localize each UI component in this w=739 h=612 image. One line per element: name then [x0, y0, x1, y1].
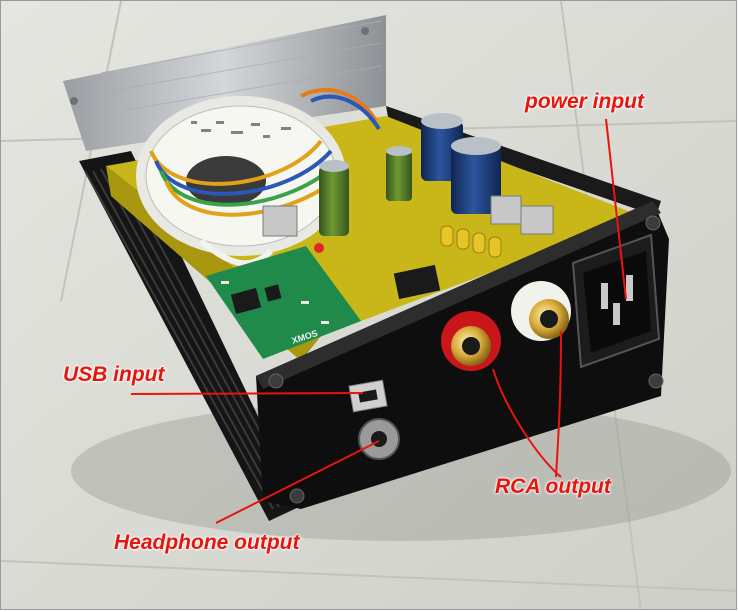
headphone-output-label: Headphone output [114, 531, 300, 554]
rear-screw [361, 27, 369, 35]
headphone-jack [358, 418, 400, 460]
callout-lines [130, 118, 627, 524]
rca-output-label: RCA output [495, 475, 611, 498]
usb-input-label: USB input [63, 363, 165, 386]
voltage-regulators [262, 195, 554, 237]
rca-jack-left [441, 311, 501, 371]
usb-interface-board: XMOS [206, 246, 361, 359]
rca-jack-right [511, 281, 571, 341]
red-led [314, 243, 324, 253]
film-capacitors [440, 225, 502, 258]
rear-screw [70, 97, 78, 105]
iec-power-socket [571, 233, 661, 369]
dac-chip [393, 264, 441, 300]
usb-b-port [348, 379, 388, 413]
side-heatsink [79, 151, 301, 521]
capacitor-bank [319, 113, 501, 236]
power-input-label: power input [525, 90, 644, 113]
